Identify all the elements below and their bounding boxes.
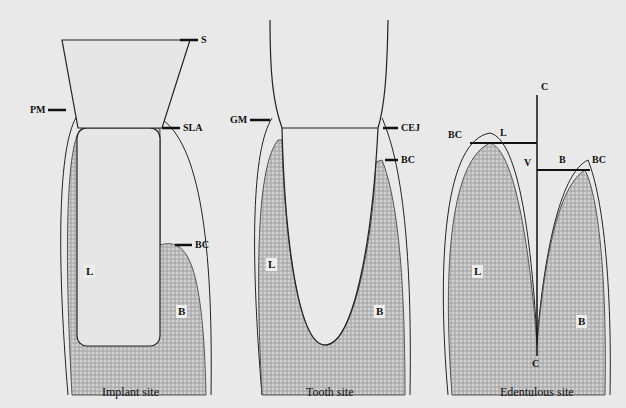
region-label: B bbox=[176, 305, 187, 318]
region-label: L bbox=[472, 265, 483, 278]
region-label: B bbox=[374, 305, 385, 318]
dimension-label: L bbox=[500, 128, 507, 138]
axis-label: C bbox=[541, 82, 548, 92]
callout-label: BC bbox=[195, 240, 209, 250]
site-caption: Tooth site bbox=[306, 386, 354, 398]
callout-label: S bbox=[201, 35, 207, 45]
callout-label: BC bbox=[401, 155, 415, 165]
callout-label: GM bbox=[230, 115, 247, 125]
callout-label: BC bbox=[592, 155, 606, 165]
region-label: L bbox=[84, 265, 95, 278]
point-label: V bbox=[524, 158, 531, 168]
axis-label: C bbox=[532, 359, 539, 369]
callout-label: BC bbox=[448, 130, 462, 140]
site-caption: Edentulous site bbox=[500, 386, 574, 398]
region-label: B bbox=[576, 315, 587, 328]
callout-label: PM bbox=[30, 105, 46, 115]
callout-label: CEJ bbox=[401, 123, 420, 133]
site-caption: Implant site bbox=[102, 386, 159, 398]
dimension-label: B bbox=[559, 155, 566, 165]
region-label: L bbox=[266, 258, 277, 271]
callout-label: SLA bbox=[183, 123, 202, 133]
